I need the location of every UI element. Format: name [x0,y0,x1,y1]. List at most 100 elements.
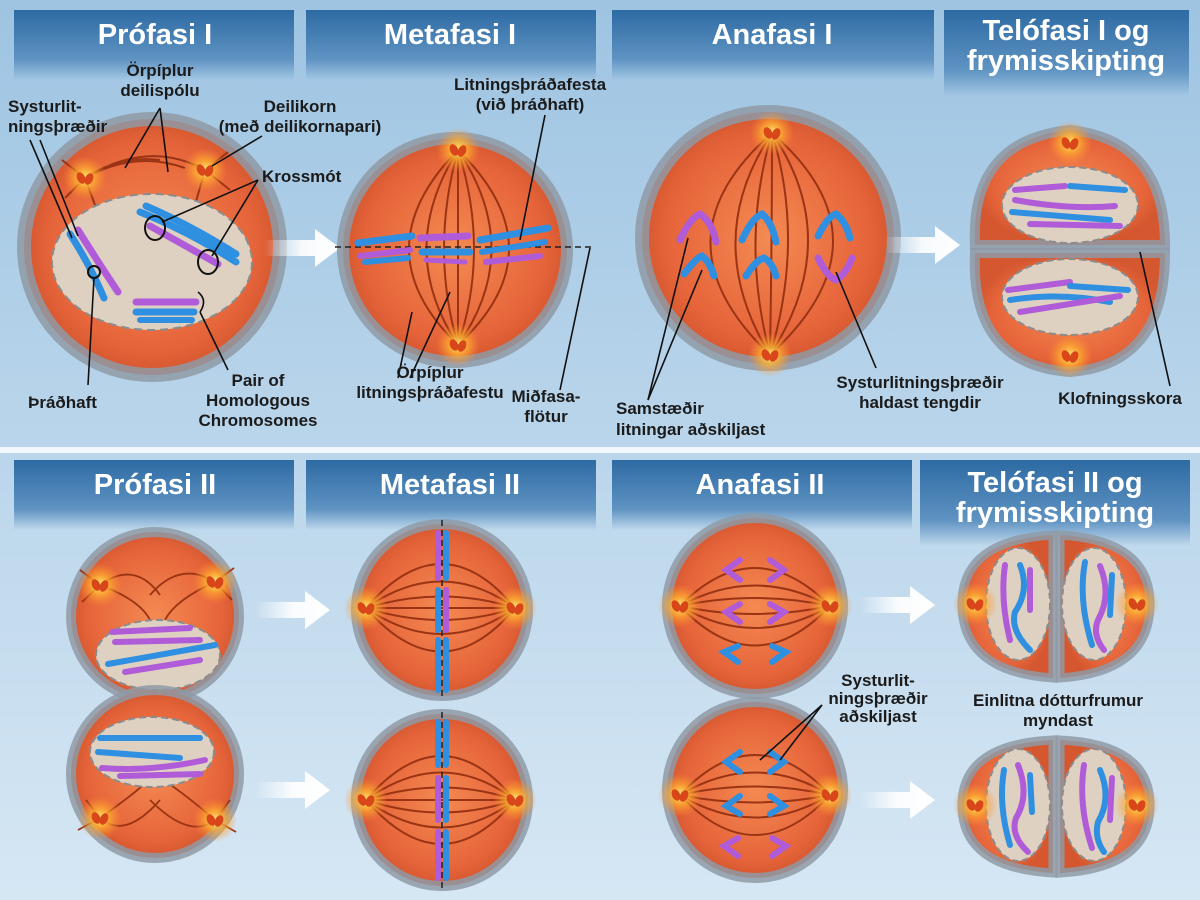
row-divider [0,447,1200,453]
centrosome [436,128,480,172]
centrosome [658,584,702,628]
header-prophase1 [14,10,294,80]
label-line: Metafasi I [384,19,516,51]
label-cleavage-furrow: Klofningsskora [1058,389,1182,408]
centrosome [436,323,480,367]
label-line: Telófasi I og [982,15,1149,47]
label-line: Örpíplur [396,363,463,382]
centrosome [63,156,107,200]
label-line: litningar aðskiljast [616,420,766,439]
cell-prophase2-top [66,527,244,705]
chiasma-marker [197,249,219,275]
chiasma-marker [144,215,166,241]
header-metaphase1 [306,10,596,80]
label-line: Örpíplur [126,61,193,80]
centrosome [344,586,388,630]
label-line: litningsþráðafestu [356,383,503,402]
label-line: Homologous [206,391,310,410]
label-line: deilispólu [120,81,199,100]
label-line: flötur [524,407,568,426]
label-kinetochore: Litningsþráðafesta(við þráðhaft) [454,75,607,114]
cell-metaphase2-top [344,519,537,701]
label-chiasma: Krossmót [262,167,342,186]
label-line: Chromosomes [198,411,317,430]
centrosome [193,798,237,842]
centrosome [78,563,122,607]
label-line: Systurlit- [841,671,915,690]
label-centromere: Þráðhaft [28,393,97,412]
centrosome [344,778,388,822]
label-line: Metafasi II [380,469,520,501]
centrosome [493,778,537,822]
label-line: aðskiljast [839,707,917,726]
centrosome [1048,334,1092,378]
centrosome [953,783,997,827]
cell-anaphase1 [635,105,901,377]
chromosomes [435,719,449,881]
label-line: ningsþræðir [828,689,928,708]
stage-titles: Prófasi I Metafasi I Anafasi I Telófasi … [94,15,1165,529]
label-line: Einlitna dótturfrumur [973,691,1143,710]
label-line: Telófasi II og [967,467,1142,499]
label-line: frymisskipting [967,45,1165,77]
leader-lines [29,107,1171,761]
label-line: frymisskipting [956,497,1154,529]
title-metaphase2: Metafasi II [380,469,520,501]
chromosomes [95,735,208,779]
cell-anaphase2-top [658,513,852,699]
centrosome [808,584,852,628]
label-line: Þráðhaft [28,393,97,412]
centrosome [953,582,997,626]
chromosomes [676,209,856,284]
chromosomes [435,530,449,693]
centrosome [78,796,122,840]
cell-prophase1 [17,112,287,382]
chromosomes [105,625,218,675]
cell-telophase1 [969,121,1171,378]
label-line: Anafasi I [712,19,833,51]
label-line: Anafasi II [696,469,825,501]
label-homologs-separate: Samstæðir litningar aðskiljast [616,399,766,439]
header-prophase2 [14,460,294,530]
label-line: ningsþræðir [8,117,108,136]
title-anaphase2: Anafasi II [696,469,825,501]
label-line: (við þráðhaft) [476,95,585,114]
centrosome [750,111,794,155]
centrosome [1115,582,1159,626]
label-sister-chromatids: Systurlit-ningsþræðir [8,97,108,136]
title-metaphase1: Metafasi I [384,19,516,51]
centrosome [658,773,702,817]
label-centrosome: Deilikorn(með deilikornapari) [219,97,381,136]
label-line: Samstæðir [616,399,704,418]
cell-telophase2-top [953,530,1159,683]
label-line: Deilikorn [264,97,337,116]
title-anaphase1: Anafasi I [712,19,833,51]
title-prophase1: Prófasi I [98,19,212,51]
centrosome [808,773,852,817]
header-metaphase2 [306,460,596,530]
label-line: haldast tengdir [859,393,981,412]
label-line: Litningsþráðafesta [454,75,607,94]
label-line: Klofningsskora [1058,389,1182,408]
label-line: Miðfasa- [512,387,581,406]
cell-metaphase1 [335,128,595,368]
label-line: Pair of [232,371,285,390]
chromosomes [354,224,552,265]
chromosomes [999,762,1115,855]
label-line: (með deilikornapari) [219,117,381,136]
centrosome [1048,121,1092,165]
centrosome [193,560,237,604]
cell-telophase2-bottom [953,735,1159,878]
cell-metaphase2-bottom [344,709,537,892]
centrosome [1115,783,1159,827]
